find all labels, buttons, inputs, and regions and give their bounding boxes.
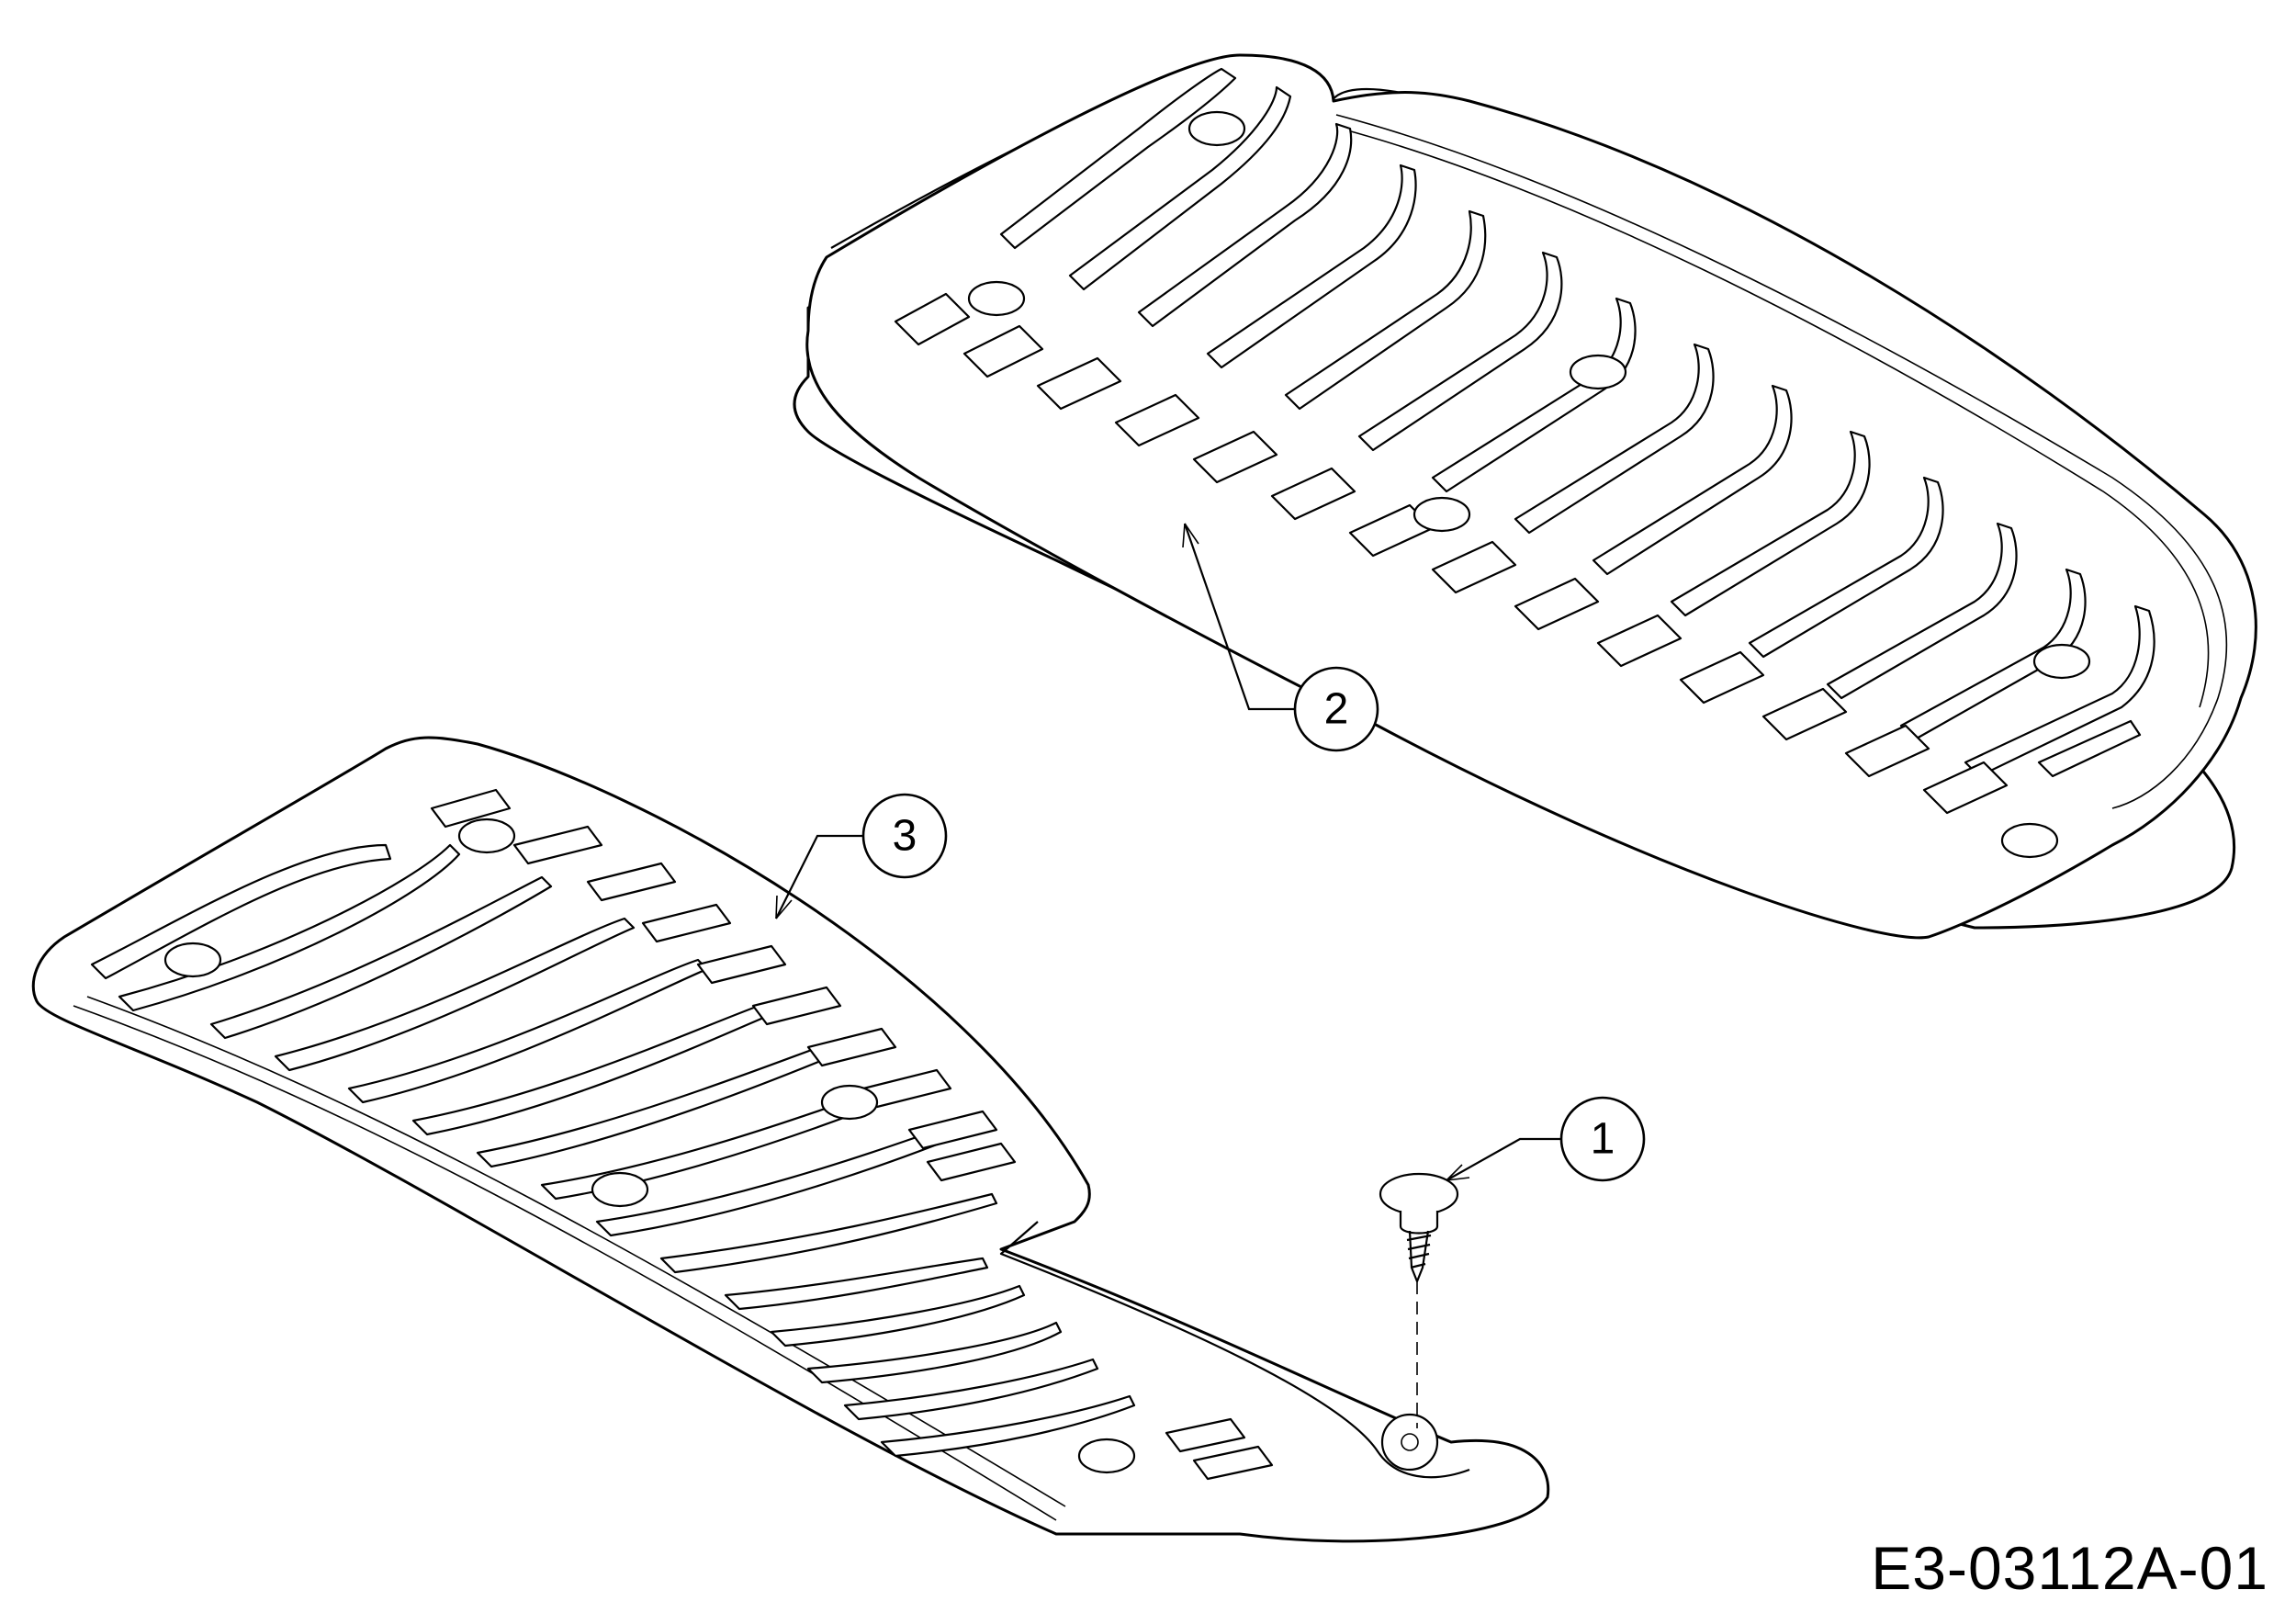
callout-2-leader [1183, 523, 1295, 711]
floor-mat-lower-bosses [163, 818, 1136, 1474]
floor-mat-upper [793, 53, 2257, 940]
floor-mat-lower [31, 736, 1550, 1543]
callout-3-bubble [861, 793, 948, 879]
callout-3: 3 [775, 793, 948, 919]
floor-mat-upper-lip [1335, 114, 2228, 809]
screw-neck [1399, 1211, 1439, 1235]
floor-mat-upper-teeth [894, 292, 2009, 815]
floor-mat-upper-bosses [967, 110, 2091, 859]
screw-thread [1406, 1230, 1432, 1283]
callout-2: 2 [1182, 523, 1379, 752]
drawing-code: E3-03112A-01 [1871, 1534, 2268, 1602]
callout-2-label: 2 [1324, 685, 1349, 734]
floor-mat-lower-teeth [430, 788, 1274, 1481]
floor-mat-upper-top [805, 53, 2257, 940]
floor-mat-lower-outline [31, 736, 1550, 1543]
callout-1: 1 [1446, 1096, 1646, 1182]
callout-3-leader [775, 834, 863, 919]
callout-1-bubble [1559, 1096, 1646, 1182]
floor-mat-lower-step [999, 1221, 1470, 1479]
floor-mat-upper-lip-2 [1340, 128, 2210, 708]
callout-1-label: 1 [1591, 1115, 1615, 1164]
floor-mat-upper-ribs [999, 67, 2155, 778]
screw [1379, 1172, 1459, 1428]
screw-hole [1380, 1413, 1439, 1472]
screw-head [1379, 1172, 1459, 1216]
callout-3-label: 3 [893, 812, 917, 861]
callout-2-bubble [1293, 666, 1379, 752]
callout-1-leader [1446, 1137, 1561, 1181]
